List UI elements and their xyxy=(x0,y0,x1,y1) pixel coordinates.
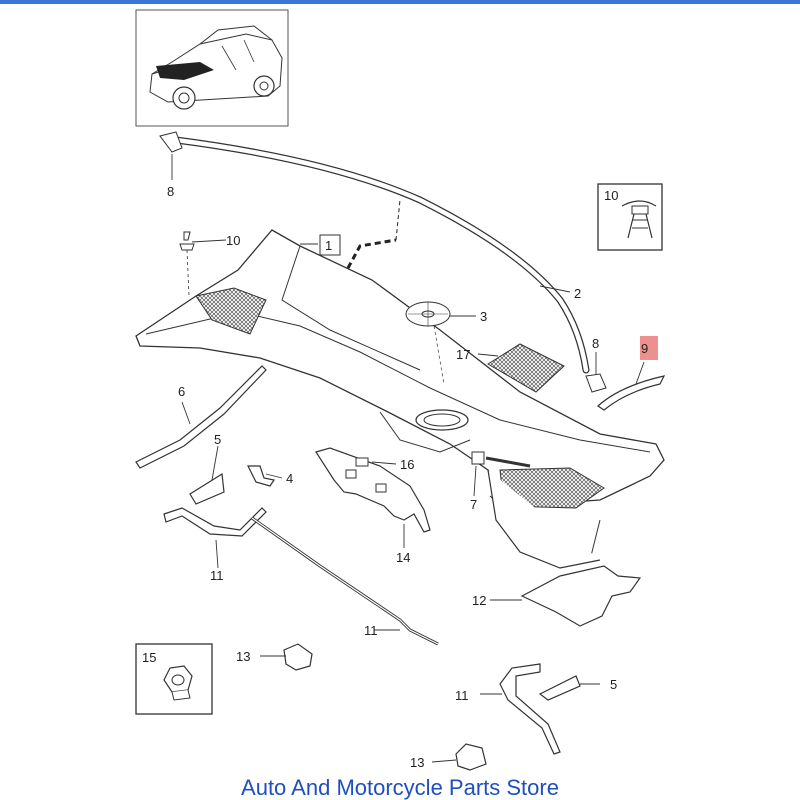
callout-box-1 xyxy=(319,234,341,256)
callout-17: 17 xyxy=(456,347,470,362)
callout-13-top: 13 xyxy=(236,649,250,664)
callout-2: 2 xyxy=(574,286,581,301)
callout-5-left: 5 xyxy=(214,432,221,447)
callout-8-right: 8 xyxy=(592,336,599,351)
callout-10-panel: 10 xyxy=(226,233,240,248)
callout-8-left: 8 xyxy=(167,184,174,199)
car-thumbnail xyxy=(135,9,289,127)
part-13-clip-a xyxy=(283,643,313,671)
part-5-wedge-left xyxy=(189,472,225,505)
callout-12: 12 xyxy=(472,593,486,608)
callout-10-inset: 10 xyxy=(604,188,618,203)
callout-14: 14 xyxy=(396,550,410,565)
callout-16: 16 xyxy=(400,457,414,472)
callout-4: 4 xyxy=(286,471,293,486)
part-5-wedge-right xyxy=(538,675,581,701)
part-10-clip xyxy=(179,231,195,297)
leader-lines xyxy=(171,154,645,763)
callout-11-middle: 11 xyxy=(364,623,378,638)
callout-9: 9 xyxy=(641,341,648,356)
callout-15: 15 xyxy=(142,650,156,665)
part-10-inset xyxy=(597,183,663,251)
part-7-clip xyxy=(471,451,531,468)
callout-1: 1 xyxy=(325,238,332,253)
part-13-clip-b xyxy=(455,743,487,771)
part-12-tray xyxy=(520,565,642,627)
callout-3: 3 xyxy=(480,309,487,324)
callout-11-left: 11 xyxy=(210,568,224,583)
store-name: Auto And Motorcycle Parts Store xyxy=(241,775,559,800)
part-1-cowl-panel xyxy=(135,199,665,569)
part-15-inset xyxy=(135,643,213,715)
callout-7: 7 xyxy=(470,497,477,512)
part-17-filter xyxy=(487,343,565,393)
callout-6: 6 xyxy=(178,384,185,399)
part-4-clip xyxy=(247,465,275,487)
part-9-trim xyxy=(597,336,666,411)
part-11-brackets xyxy=(163,507,561,755)
callout-11-right: 11 xyxy=(455,688,469,703)
part-8-clip-right xyxy=(585,373,607,393)
part-3-grommet xyxy=(405,301,451,385)
callout-13-bottom: 13 xyxy=(410,755,424,770)
part-14-16-bracket xyxy=(315,447,431,533)
callout-5-right: 5 xyxy=(610,677,617,692)
top-accent-bar xyxy=(0,0,800,4)
part-6-strip xyxy=(135,365,267,469)
part-2-seal-strip xyxy=(159,131,590,374)
